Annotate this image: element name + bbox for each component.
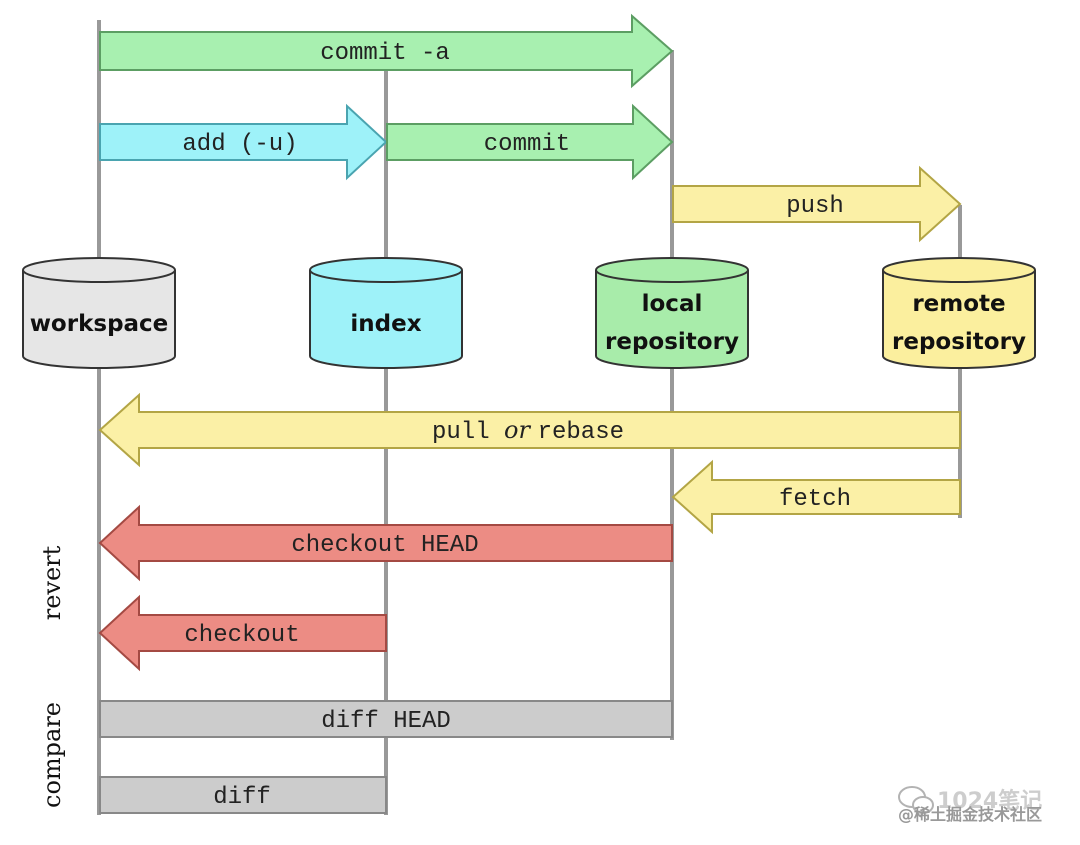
arrow-label-or: or xyxy=(504,416,538,444)
arrow-pull-or-rebase: pull or rebase xyxy=(98,392,961,468)
repository-local: local repository xyxy=(595,257,749,369)
arrow-label-push: push xyxy=(786,193,844,220)
watermark: 1024笔记 @稀土掘金技术社区 xyxy=(898,786,1042,824)
arrow-label-commit-a: commit -a xyxy=(320,40,450,67)
side-label-compare: compare xyxy=(38,702,66,808)
repository-label-remote-line1: remote xyxy=(912,291,1005,317)
watermark-subtitle: @稀土掘金技术社区 xyxy=(898,805,1042,824)
arrow-label-checkout: checkout xyxy=(184,622,299,649)
side-label-revert: revert xyxy=(38,545,66,620)
repository-label-workspace: workspace xyxy=(30,311,169,337)
repository-label-index: index xyxy=(350,311,421,337)
repository-label-local-line1: local xyxy=(642,291,703,317)
arrow-label-pull: pull xyxy=(432,419,504,446)
repository-label-remote-line2: repository xyxy=(892,329,1026,355)
repository-remote: remote repository xyxy=(882,257,1036,369)
arrow-label-commit: commit xyxy=(484,131,570,158)
arrow-checkout-head: checkout HEAD xyxy=(98,504,673,582)
arrow-checkout: checkout xyxy=(98,594,387,672)
bar-label-diff: diff xyxy=(213,784,271,811)
repository-index: index xyxy=(309,257,463,369)
wechat-icon xyxy=(898,786,934,814)
repository-workspace: workspace xyxy=(22,257,176,369)
arrow-label-add-u: add (-u) xyxy=(182,131,297,158)
bar-label-diff-head: diff HEAD xyxy=(321,708,451,735)
arrow-commit-a: commit -a xyxy=(99,13,674,89)
arrow-label-rebase: rebase xyxy=(538,419,624,446)
arrow-label-checkout-head: checkout HEAD xyxy=(291,532,478,559)
arrow-fetch: fetch xyxy=(671,459,961,535)
arrow-label-pull-or-rebase: pull or rebase xyxy=(432,416,624,446)
watermark-title: 1024笔记 xyxy=(937,788,1042,814)
repository-label-local-line2: repository xyxy=(605,329,739,355)
bar-diff: diff xyxy=(99,776,387,814)
arrow-commit: commit xyxy=(386,103,674,181)
arrow-label-fetch: fetch xyxy=(779,486,851,513)
bar-diff-head: diff HEAD xyxy=(99,700,673,738)
arrow-add-u: add (-u) xyxy=(99,103,388,181)
arrow-push: push xyxy=(672,165,962,243)
